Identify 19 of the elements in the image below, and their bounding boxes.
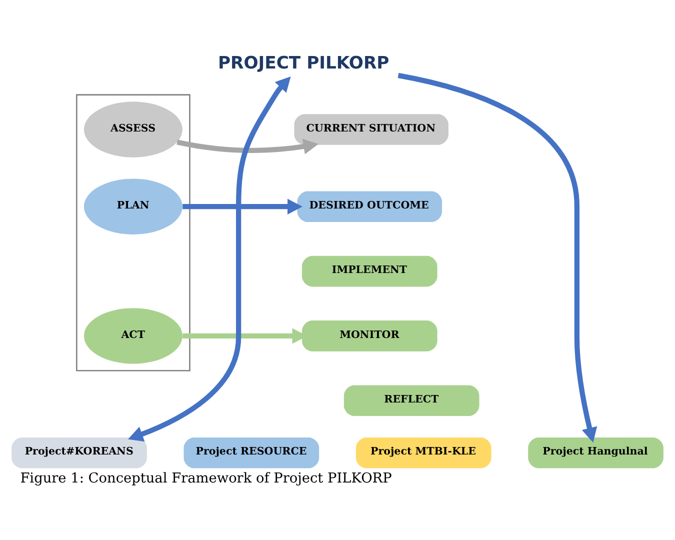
node-ellipse: ASSESS bbox=[84, 102, 182, 158]
cluster bbox=[76, 94, 190, 372]
node-box: CURRENT SITUATION bbox=[294, 114, 448, 145]
node-box: Project RESOURCE bbox=[184, 437, 320, 468]
arrow bbox=[176, 138, 318, 154]
node-ellipse: ACT bbox=[84, 308, 182, 364]
node-box: Project MTBI-KLE bbox=[356, 437, 492, 468]
node-box: IMPLEMENT bbox=[302, 256, 438, 287]
caption: Figure 1: Conceptual Framework of Project PILKORP bbox=[20, 470, 392, 487]
node-box: DESIRED OUTCOME bbox=[297, 191, 442, 222]
arrow bbox=[398, 72, 598, 443]
arrow bbox=[182, 198, 302, 214]
node-box: Project Hangulnal bbox=[528, 437, 664, 468]
node-box: Project#KOREANS bbox=[12, 437, 147, 468]
node-box: REFLECT bbox=[344, 385, 480, 416]
node-ellipse: PLAN bbox=[84, 178, 182, 234]
arrow bbox=[128, 76, 291, 442]
node-text: PROJECT PILKORP bbox=[218, 53, 390, 74]
node-box: MONITOR bbox=[302, 320, 438, 352]
